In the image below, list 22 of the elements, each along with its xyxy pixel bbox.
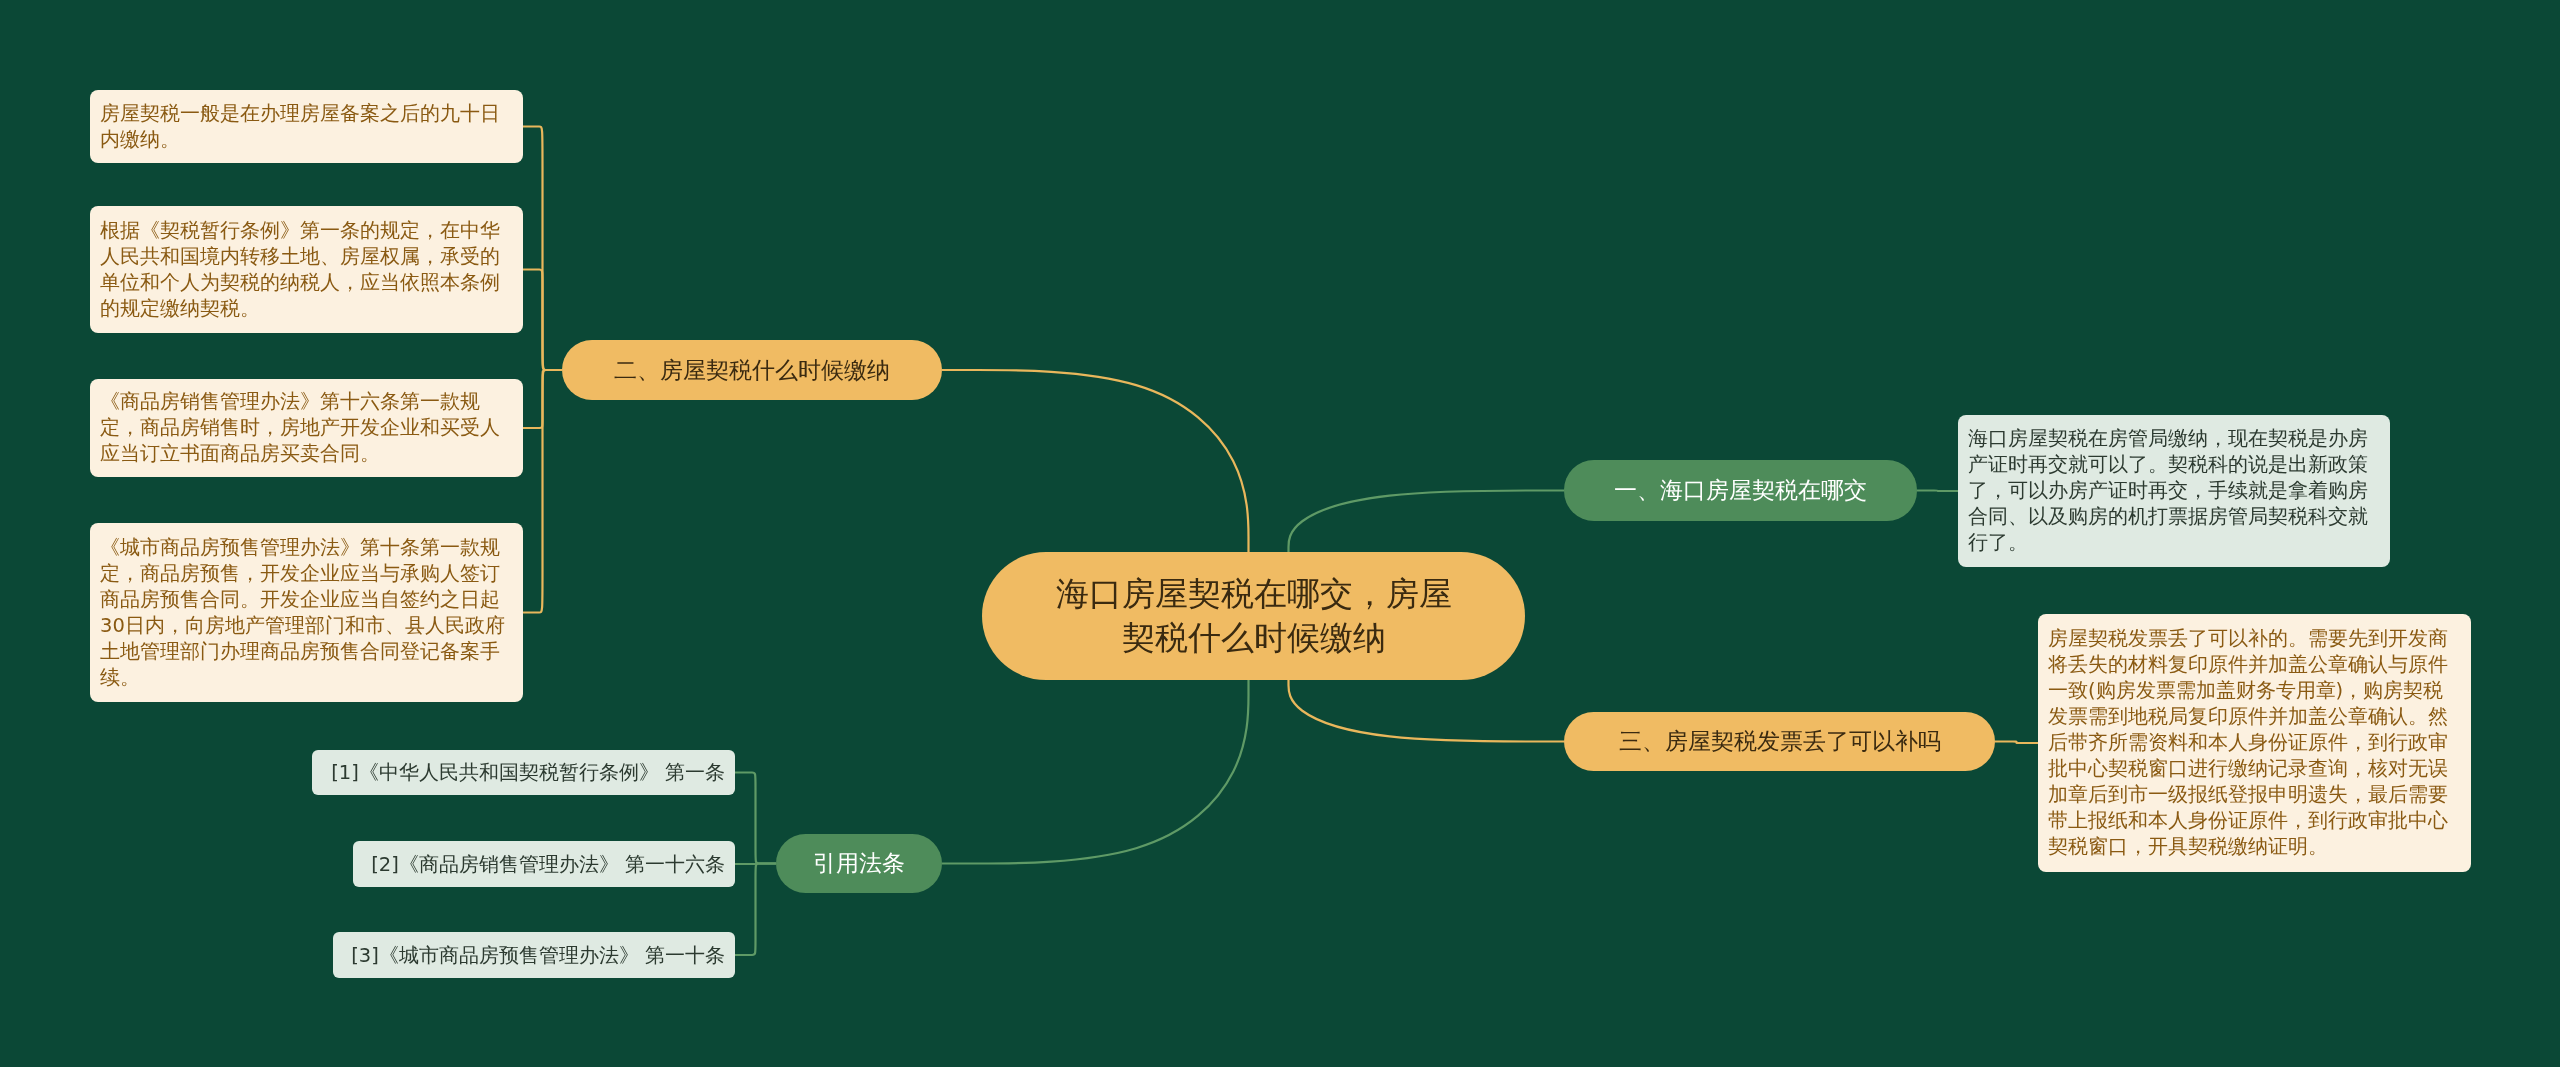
note-card: 根据《契税暂行条例》第一条的规定，在中华人民共和国境内转移土地、房屋权属，承受的单位和个人为契税的纳税人，应当依照本条例的规定缴纳契税。	[90, 206, 523, 333]
connector-line	[1287, 680, 1564, 743]
note-card: 《商品房销售管理办法》第十六条第一款规定，商品房销售时，房地产开发企业和买受人应当订立书面商品房买卖合同。	[90, 379, 523, 477]
note-card: 海口房屋契税在房管局缴纳，现在契税是办房产证时再交就可以了。契税科的说是出新政策了，可以办房产证时再交，手续就是拿着购房合同、以及购房的机打票据房管局契税科交就行了。	[1958, 415, 2390, 567]
topic-node: 海口房屋契税在哪交，房屋契税什么时候缴纳	[982, 552, 1525, 680]
branch-node: 一、海口房屋契税在哪交	[1564, 460, 1917, 521]
note-card: 房屋契税一般是在办理房屋备案之后的九十日内缴纳。	[90, 90, 523, 163]
reference-card: [1]《中华人民共和国契税暂行条例》 第一条	[312, 750, 735, 795]
connector-line	[942, 680, 1250, 865]
branch-node: 二、房屋契税什么时候缴纳	[562, 340, 942, 400]
reference-card: [2]《商品房销售管理办法》 第一十六条	[353, 841, 735, 887]
branch-node: 三、房屋契税发票丢了可以补吗	[1564, 712, 1995, 771]
note-card: 房屋契税发票丢了可以补的。需要先到开发商将丢失的材料复印原件并加盖公章确认与原件一致(购房发票需加盖财务专用章)，购房契税发票需到地税局复印原件并加盖公章确认。然后带齐所需资料和本人身份证原件，到行政审批中心契税窗口进行缴纳记录查询，核对无误加章后到市一级报纸登报申明遗失，最后需要带上报纸和本人身份证原件，到行政审批中心契税窗口，开具契税缴纳证明。	[2038, 614, 2471, 872]
connector-line	[735, 862, 776, 957]
reference-card: [3]《城市商品房预售管理办法》 第一十条	[333, 932, 735, 978]
connector-line	[1287, 489, 1564, 552]
connector-line	[523, 368, 562, 614]
connector-line	[1917, 489, 1958, 493]
connector-line	[1995, 740, 2038, 745]
note-card: 《城市商品房预售管理办法》第十条第一款规定，商品房预售，开发企业应当与承购人签订商品房预售合同。开发企业应当自签约之日起30日内，向房地产管理部门和市、县人民政府土地管理部门办理商品房预售合同登记备案手续。	[90, 523, 523, 702]
branch-node: 引用法条	[776, 834, 942, 893]
connector-line	[942, 368, 1250, 552]
